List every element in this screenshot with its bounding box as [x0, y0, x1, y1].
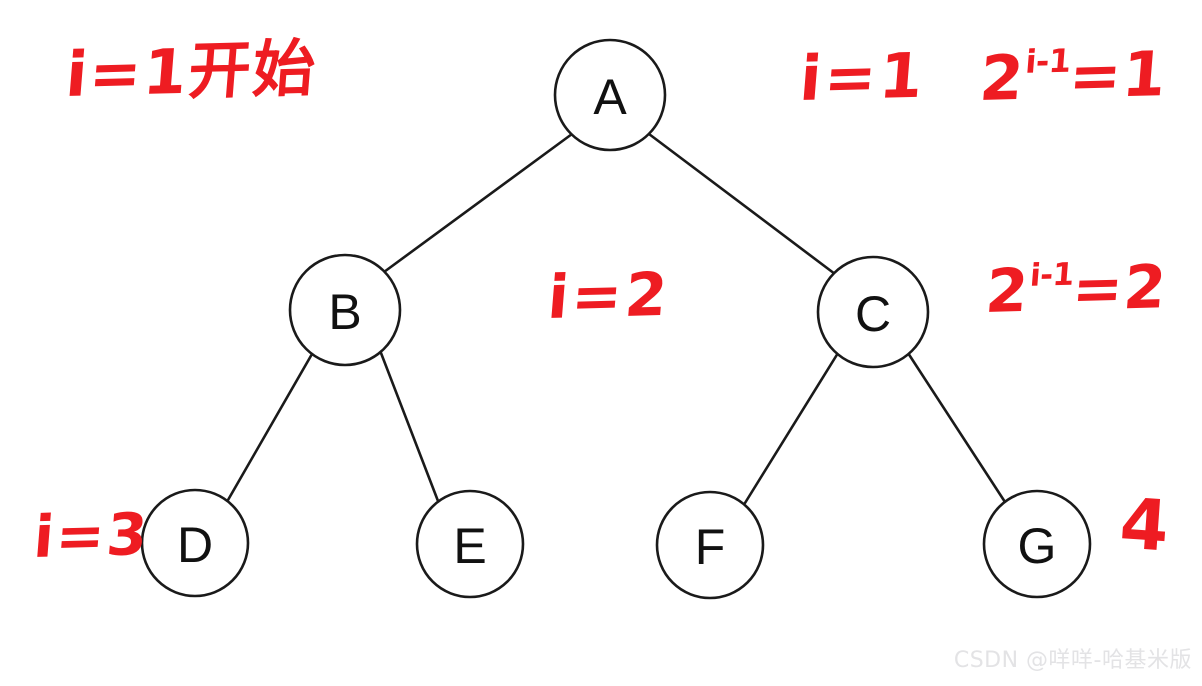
annotation-level-2: i=2 [545, 259, 673, 333]
csdn-watermark: CSDN @咩咩-哈基米版 [953, 648, 1192, 673]
power-exponent-level-2: i-1 [1028, 257, 1076, 295]
power-result-level-1: =1 [1066, 37, 1170, 113]
annotation-level-1: i=1 [797, 38, 929, 115]
annotation-level-2-count: 2i-1=2 [983, 252, 1169, 327]
node-circle-a [553, 38, 667, 152]
tree-node-c[interactable]: C [816, 255, 930, 369]
node-circle-c [816, 255, 930, 369]
edge-c-f [743, 351, 840, 505]
node-label-b: B [328, 284, 361, 340]
node-circle-d [140, 488, 250, 598]
power-result-level-2: =2 [1069, 252, 1170, 325]
power-base-level-1: 2 [977, 40, 1028, 115]
tree-node-e[interactable]: E [415, 489, 525, 599]
node-label-c: C [855, 286, 891, 342]
tree-node-f[interactable]: F [655, 490, 765, 600]
edge-a-c [647, 132, 837, 276]
tree-node-d[interactable]: D [140, 488, 250, 598]
tree-node-b[interactable]: B [288, 253, 402, 367]
power-base-level-2: 2 [983, 255, 1032, 327]
annotation-level-3: i=3 [31, 500, 152, 571]
edge-b-e [379, 351, 440, 503]
edge-a-b [382, 132, 574, 274]
node-circle-g [982, 489, 1092, 599]
tree-node-a[interactable]: A [553, 38, 667, 152]
annotation-start-index: i=1开始 [63, 31, 320, 111]
node-label-g: G [1018, 518, 1057, 574]
annotation-level-3-count: 4 [1117, 482, 1172, 568]
node-circle-f [655, 490, 765, 600]
node-label-a: A [593, 69, 627, 125]
edge-b-d [226, 352, 314, 502]
edge-c-g [906, 351, 1007, 504]
node-label-e: E [453, 518, 486, 574]
annotation-level-1-count: 2i-1=1 [977, 37, 1169, 115]
node-label-f: F [695, 519, 726, 575]
node-circle-b [288, 253, 402, 367]
node-circle-e [415, 489, 525, 599]
node-label-d: D [177, 517, 213, 573]
tree-node-g[interactable]: G [982, 489, 1092, 599]
power-exponent-level-1: i-1 [1023, 42, 1073, 82]
